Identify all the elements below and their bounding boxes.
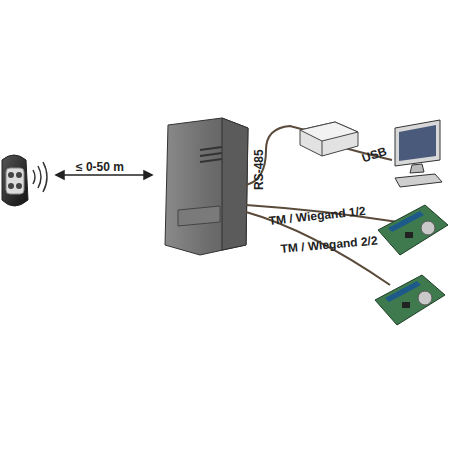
controller-board <box>375 275 445 325</box>
radio-waves <box>33 162 47 192</box>
wire-label: USB <box>360 144 388 165</box>
wire-label: TM / Wiegand 2/2 <box>280 234 378 256</box>
key-fob <box>2 155 28 206</box>
usb-converter <box>300 122 358 156</box>
card-reader <box>165 118 248 255</box>
wire-label: ≤ 0-50 m <box>76 160 124 174</box>
computer <box>395 120 442 187</box>
wires <box>246 126 398 285</box>
wire-label: RS-485 <box>252 149 266 190</box>
controller-board <box>378 205 448 255</box>
